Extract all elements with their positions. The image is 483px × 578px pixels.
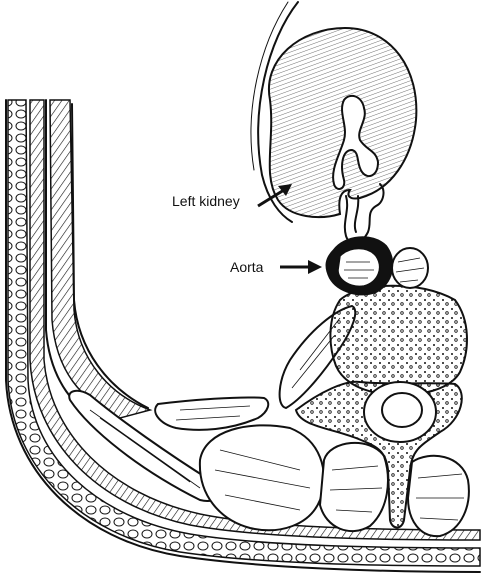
kidney-arrow bbox=[257, 184, 292, 208]
erector-spinae bbox=[198, 424, 470, 538]
body-wall bbox=[5, 99, 481, 573]
aorta-arrow bbox=[280, 260, 322, 274]
aorta-label: Aorta bbox=[230, 259, 264, 275]
kidney bbox=[267, 26, 418, 245]
aorta bbox=[325, 236, 429, 296]
peritoneal-line bbox=[250, 1, 299, 223]
vertebra bbox=[294, 284, 468, 529]
left-kidney-label: Left kidney bbox=[172, 193, 240, 209]
